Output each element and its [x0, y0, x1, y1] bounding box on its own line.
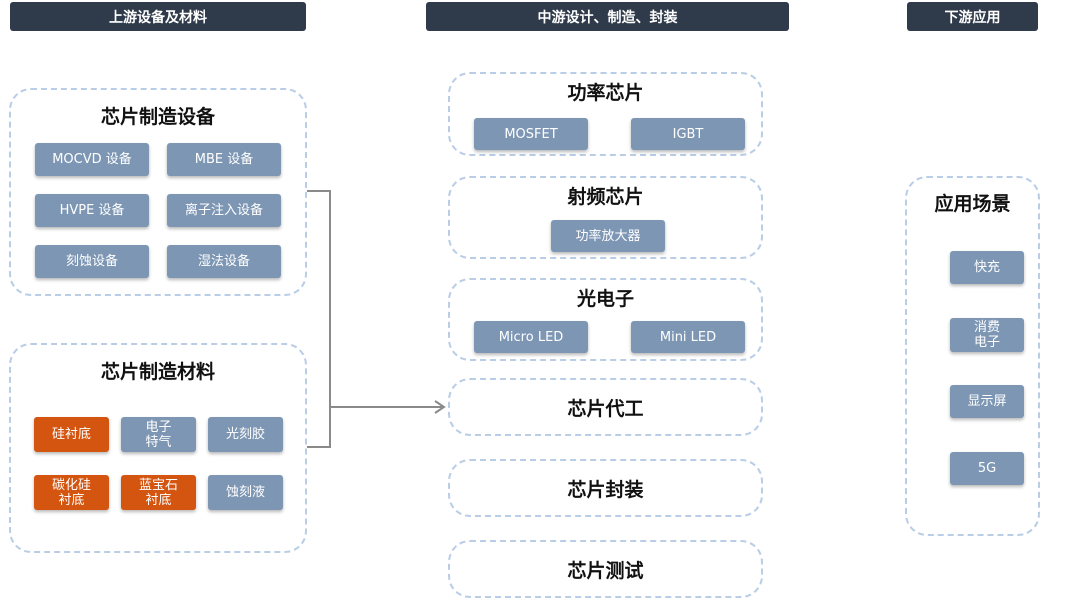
- chip-sapphire-substrate: 蓝宝石 衬底: [121, 475, 196, 510]
- chip-display: 显示屏: [950, 385, 1024, 418]
- connector-vertical: [329, 190, 331, 448]
- group-foundry: 芯片代工: [448, 378, 763, 436]
- chip-mocvd-equipment: MOCVD 设备: [35, 143, 149, 176]
- chip-5g: 5G: [950, 452, 1024, 485]
- group-title-application-scenarios: 应用场景: [934, 193, 1011, 215]
- chip-ion-implant-equipment: 离子注入设备: [167, 194, 281, 227]
- group-power-chip: 功率芯片 MOSFET IGBT: [448, 72, 763, 156]
- group-title-packaging: 芯片封装: [567, 479, 644, 501]
- header-downstream: 下游应用: [907, 2, 1038, 31]
- connector-top-stub: [307, 190, 330, 192]
- group-title-testing: 芯片测试: [567, 560, 644, 582]
- chip-consumer-electronics: 消费 电子: [950, 318, 1024, 352]
- group-title-rf-chip: 射频芯片: [567, 186, 644, 208]
- group-title-foundry: 芯片代工: [567, 398, 644, 420]
- group-title-power-chip: 功率芯片: [567, 82, 644, 104]
- chip-power-amplifier: 功率放大器: [551, 220, 665, 252]
- connector-bottom-stub: [307, 446, 330, 448]
- header-upstream: 上游设备及材料: [10, 2, 306, 31]
- group-chip-equipment: 芯片制造设备 MOCVD 设备 MBE 设备 HVPE 设备 离子注入设备 刻蚀…: [9, 88, 307, 296]
- chip-mosfet: MOSFET: [474, 118, 588, 150]
- chip-mbe-equipment: MBE 设备: [167, 143, 281, 176]
- group-testing: 芯片测试: [448, 540, 763, 598]
- group-title-chip-materials: 芯片制造材料: [100, 361, 215, 383]
- chip-hvpe-equipment: HVPE 设备: [35, 194, 149, 227]
- chip-wet-process-equipment: 湿法设备: [167, 245, 281, 278]
- chip-electronic-gas: 电子 特气: [121, 417, 196, 452]
- arrow-to-midstream: [330, 400, 446, 414]
- chip-igbt: IGBT: [631, 118, 745, 150]
- chip-etching-equipment: 刻蚀设备: [35, 245, 149, 278]
- group-packaging: 芯片封装: [448, 459, 763, 517]
- group-chip-materials: 芯片制造材料 硅衬底 电子 特气 光刻胶 碳化硅 衬底 蓝宝石 衬底 蚀刻液: [9, 343, 307, 553]
- chip-sic-substrate: 碳化硅 衬底: [34, 475, 109, 510]
- chip-mini-led: Mini LED: [631, 321, 745, 353]
- chip-micro-led: Micro LED: [474, 321, 588, 353]
- chip-photoresist: 光刻胶: [208, 417, 283, 452]
- chip-silicon-substrate: 硅衬底: [34, 417, 109, 452]
- header-midstream: 中游设计、制造、封装: [426, 2, 789, 31]
- group-title-optoelectronics: 光电子: [576, 288, 634, 310]
- chip-etchant: 蚀刻液: [208, 475, 283, 510]
- group-optoelectronics: 光电子 Micro LED Mini LED: [448, 278, 763, 361]
- group-title-chip-equipment: 芯片制造设备: [100, 106, 215, 128]
- chip-fast-charging: 快充: [950, 251, 1024, 284]
- group-application-scenarios: 应用场景 快充 消费 电子 显示屏 5G: [905, 176, 1040, 536]
- group-rf-chip: 射频芯片 功率放大器: [448, 176, 763, 259]
